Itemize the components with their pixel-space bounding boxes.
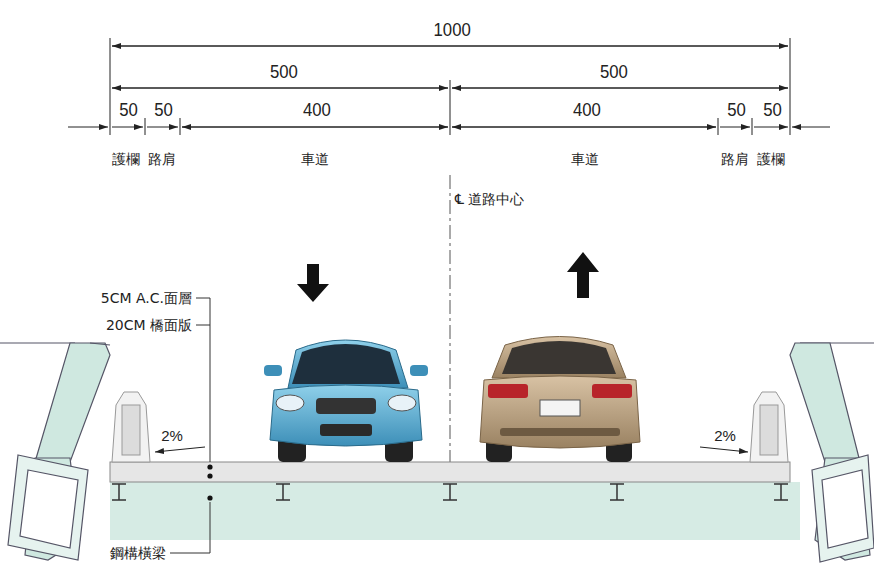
part-label: 護欄	[112, 152, 140, 166]
dimension-value: 50	[119, 100, 138, 119]
part-label: 路肩	[148, 152, 176, 166]
dimension-value: 50	[154, 100, 173, 119]
gold-car	[480, 337, 640, 463]
dimension-lines	[68, 38, 830, 135]
part-label: 5CM A.C.面層	[101, 291, 192, 305]
layer-leader	[170, 298, 210, 553]
dimension-value: 1000	[434, 20, 471, 39]
slope-arrows	[155, 447, 748, 452]
dimension-value: 50	[727, 100, 746, 119]
part-label: 護欄	[757, 152, 785, 166]
dimension-value: 400	[573, 100, 601, 119]
part-label: ℄ 道路中心	[455, 192, 524, 206]
slope-label: 2%	[160, 428, 184, 443]
part-label: 路肩	[721, 152, 749, 166]
deck-slab	[110, 462, 790, 482]
blue-car	[264, 340, 428, 462]
slope-label: 2%	[713, 428, 737, 443]
part-label: 鋼構橫梁	[110, 546, 166, 560]
part-label: 車道	[301, 152, 329, 166]
dimension-value: 500	[270, 62, 298, 81]
part-label: 車道	[571, 152, 599, 166]
girder-zone	[100, 482, 800, 540]
dimension-value: 400	[303, 100, 331, 119]
dimension-value: 500	[600, 62, 628, 81]
leader-dots	[207, 464, 212, 500]
part-label: 20CM 橋面版	[106, 318, 192, 332]
dimension-value: 50	[763, 100, 782, 119]
direction-arrow-up	[567, 252, 599, 298]
side-structures	[0, 343, 874, 562]
barriers	[112, 392, 788, 462]
direction-arrow-down	[297, 264, 329, 302]
steel-crossbeams	[112, 484, 788, 500]
